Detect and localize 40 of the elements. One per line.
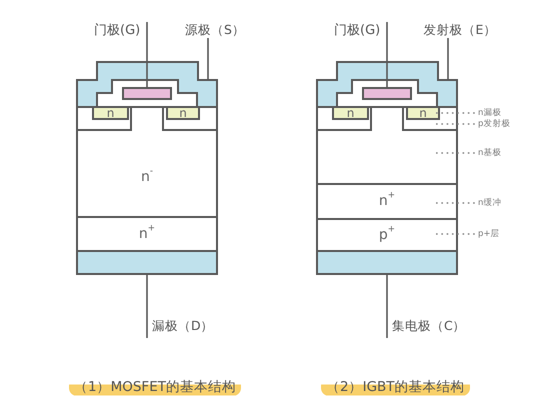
leader-line <box>434 202 475 204</box>
doped-region: n <box>406 106 440 120</box>
doped-region: n <box>332 106 369 120</box>
layer-label: n基极 <box>474 147 506 159</box>
leader-line <box>434 233 475 235</box>
metal-electrode <box>76 250 218 275</box>
lead-line <box>386 275 388 338</box>
gate-electrode <box>362 87 412 100</box>
lead-line <box>447 38 449 80</box>
semiconductor-layer: n$^{+}$ <box>316 183 458 220</box>
terminal-label: 发射极（E） <box>422 21 498 38</box>
terminal-label: 集电极（C） <box>387 314 467 338</box>
lead-line <box>146 22 148 87</box>
semiconductor-layer: p$^{+}$ <box>316 218 458 252</box>
leader-line <box>434 123 475 125</box>
semiconductor-layer <box>316 106 458 185</box>
terminal-label: 源极（S） <box>184 21 246 38</box>
gate-electrode <box>122 87 172 100</box>
lead-line <box>386 22 388 87</box>
doped-region: n <box>166 106 200 120</box>
lead-line <box>146 275 148 338</box>
leader-line <box>434 112 475 114</box>
semiconductor-layer <box>76 106 218 218</box>
well-region <box>316 106 372 131</box>
leader-line <box>434 152 475 154</box>
well-region <box>162 106 218 131</box>
layer-label: n漏极 <box>474 107 506 119</box>
well-region <box>76 106 132 131</box>
layer-label: p发射极 <box>474 118 514 130</box>
layer-label: n$^{-}$ <box>141 169 153 185</box>
well-region <box>402 106 458 131</box>
metal-electrode <box>316 250 458 275</box>
layer-label: n缓冲 <box>474 197 506 209</box>
terminal-label: 漏极（D） <box>147 314 217 338</box>
semiconductor-layer: n$^{+}$ <box>76 216 218 252</box>
terminal-label: 门极(G) <box>93 22 147 39</box>
lead-line <box>207 38 209 80</box>
layer-label: p+层 <box>474 228 506 240</box>
doped-region: n <box>92 106 129 120</box>
terminal-label: 门极(G) <box>333 22 387 39</box>
